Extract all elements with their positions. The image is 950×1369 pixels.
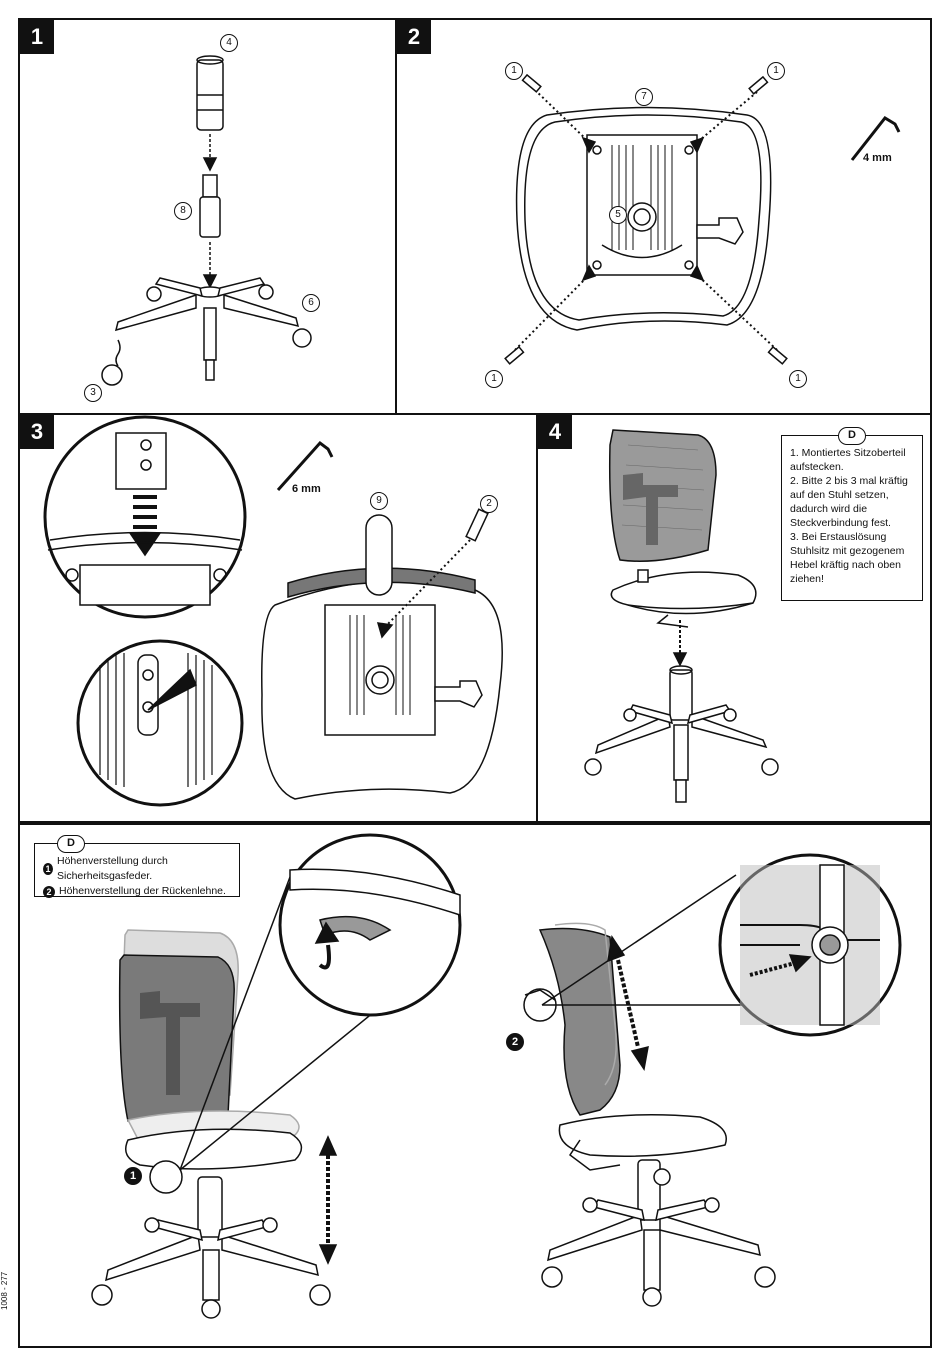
part-marker: 7 (635, 88, 653, 106)
step-2-panel: 2 (395, 18, 932, 415)
step-4-panel: 4 D 1. Mon (536, 413, 932, 823)
part-marker: 1 (485, 370, 503, 388)
part-marker: 2 (480, 495, 498, 513)
step-number: 3 (20, 415, 54, 449)
part-marker: 9 (370, 492, 388, 510)
step-3-panel: 3 (18, 413, 538, 823)
instruction-item: 3. Bei Erstauslösung Stuhlsitz mit gezog… (790, 531, 905, 585)
adjustment-legend: D 1 Höhenverstellung durch Sicherheitsga… (34, 835, 240, 899)
part-marker: 5 (609, 206, 627, 224)
instruction-item: 2. Bitte 2 bis 3 mal kräftig auf den Stu… (790, 475, 908, 529)
gas-lift-base-illustration (101, 55, 312, 386)
instruction-item: 1. Montiertes Sitzoberteil aufstecken. (790, 447, 906, 473)
part-marker: 1 (767, 62, 785, 80)
legend-marker: 2 (43, 885, 55, 898)
adjust-marker-1: 1 (124, 1167, 142, 1185)
part-marker: 8 (174, 202, 192, 220)
legend-item: 1 Höhenverstellung durch Sicherheitsgasf… (43, 854, 231, 884)
instruction-box: D 1. Montiertes Sitzoberteil aufstecken.… (781, 427, 923, 601)
adjustment-panel: D 1 Höhenverstellung durch Sicherheitsga… (18, 823, 932, 1348)
seat-mechanism-illustration (504, 73, 901, 365)
step-number: 4 (538, 415, 572, 449)
step-number: 2 (397, 20, 431, 54)
tool-size-label: 6 mm (292, 483, 321, 495)
part-marker: 1 (789, 370, 807, 388)
part-marker: 3 (84, 384, 102, 402)
part-marker: 6 (302, 294, 320, 312)
legend-item: 2 Höhenverstellung der Rückenlehne. (43, 884, 231, 899)
language-badge: D (57, 835, 85, 853)
part-marker: 4 (220, 34, 238, 52)
height-adjustment-illustration (91, 833, 902, 1319)
part-marker: 1 (505, 62, 523, 80)
tool-size-label: 4 mm (863, 152, 892, 164)
adjust-marker-2: 2 (506, 1033, 524, 1051)
document-code: 1008 - 277 (0, 1271, 9, 1310)
legend-text: Höhenverstellung durch Sicherheitsgasfed… (57, 855, 168, 882)
step-1-panel: 1 (18, 18, 397, 415)
legend-text: Höhenverstellung der Rückenlehne. (59, 885, 226, 897)
language-badge: D (838, 427, 866, 445)
legend-marker: 1 (43, 863, 53, 875)
backrest-mounting-illustration (43, 415, 503, 807)
step-number: 1 (20, 20, 54, 54)
seat-attach-illustration (584, 429, 779, 803)
